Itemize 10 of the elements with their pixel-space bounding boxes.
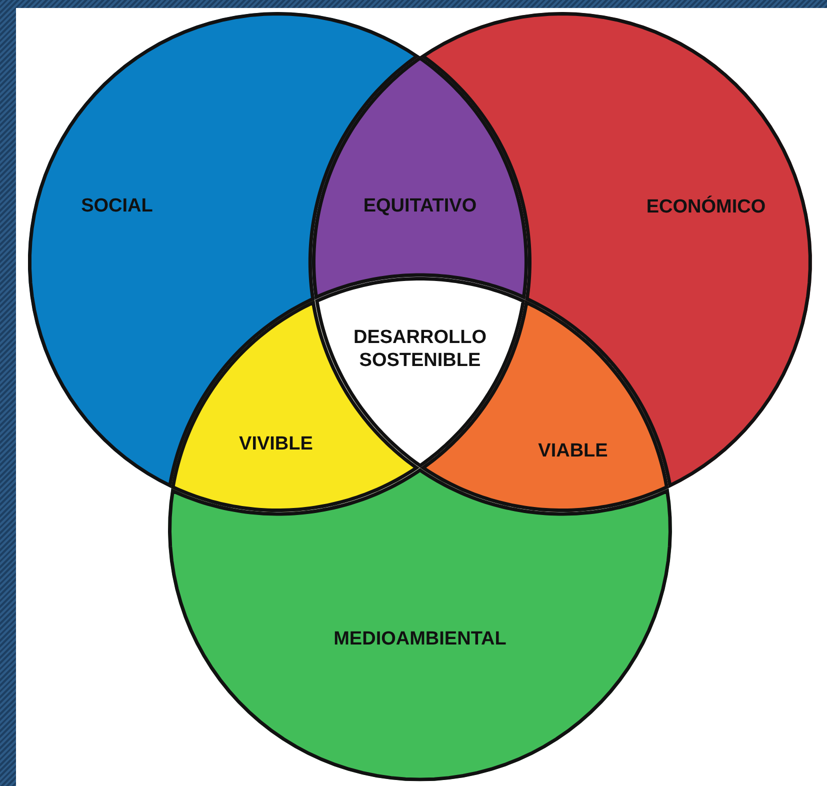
region-label: SOCIAL [81,196,153,218]
region-label: EQUITATIVO [363,196,477,218]
region-label: MEDIOAMBIENTAL [334,628,506,652]
center-region [314,277,526,468]
region-label: DESARROLLO SOSTENIBLE [352,327,488,373]
overlap-region [312,56,528,300]
region-label: ECONÓMICO [646,196,766,220]
region-label: VIABLE [538,440,608,464]
region-label: VIVIBLE [239,434,313,456]
circle-region [168,468,672,781]
